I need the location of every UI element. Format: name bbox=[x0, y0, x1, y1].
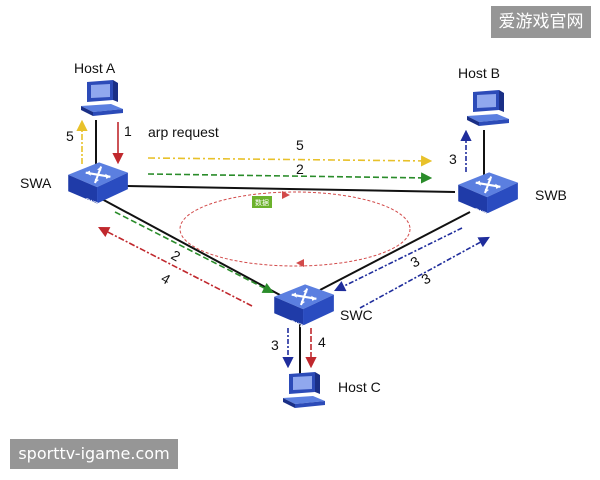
arrow-swa-swb-yellow bbox=[147, 155, 433, 167]
arrow-swa-swc-green bbox=[114, 211, 274, 294]
arrow-swa-swb-green bbox=[147, 172, 433, 184]
host-a-icon bbox=[81, 80, 123, 116]
swc-switch-icon bbox=[273, 283, 335, 327]
watermark-top-right: 爱游戏官网 bbox=[491, 6, 591, 38]
flow-label-b-up: 3 bbox=[449, 151, 457, 167]
flow-label-ac-green: 2 bbox=[169, 247, 184, 265]
flow-label-c-up: 4 bbox=[318, 334, 326, 350]
watermark-bottom-left: sporttv-igame.com bbox=[10, 439, 178, 469]
center-tag: 数据 bbox=[255, 198, 269, 207]
broadcast-loop bbox=[179, 191, 411, 267]
swa-label: SWA bbox=[20, 175, 52, 191]
swb-switch-icon bbox=[457, 171, 519, 215]
link-swb-swc bbox=[319, 211, 471, 291]
host-b-label: Host B bbox=[458, 65, 500, 81]
flow-label-ac-red: 4 bbox=[159, 270, 174, 288]
swc-label: SWC bbox=[340, 307, 373, 323]
arrow-swc-swb-navy bbox=[359, 236, 490, 309]
loop-arrow-bottom bbox=[296, 259, 304, 267]
host-a-label: Host A bbox=[74, 60, 116, 76]
flow-label-ab-mid: 2 bbox=[296, 161, 304, 177]
flow-label-bc-right: 3 bbox=[419, 270, 434, 288]
flow-label-c-down: 3 bbox=[271, 337, 279, 353]
host-c-label: Host C bbox=[338, 379, 381, 395]
arrow-swc-swa-red bbox=[98, 226, 253, 307]
flow-label-bc-left: 3 bbox=[408, 253, 423, 271]
flow-label-a-down: 1 bbox=[124, 123, 132, 139]
flow-label-ab-top: 5 bbox=[296, 137, 304, 153]
link-swa-swb bbox=[124, 185, 456, 193]
link-swa-swc bbox=[99, 197, 281, 296]
swb-label: SWB bbox=[535, 187, 567, 203]
loop-arrow-top bbox=[282, 191, 290, 199]
arp-request-label: arp request bbox=[148, 124, 219, 140]
host-c-icon bbox=[283, 372, 325, 408]
center-tag-box bbox=[252, 196, 272, 208]
swa-switch-icon bbox=[67, 161, 129, 205]
arrow-swb-swc-navy bbox=[333, 227, 463, 292]
host-b-icon bbox=[467, 90, 509, 126]
flow-label-a-up: 5 bbox=[66, 128, 74, 144]
